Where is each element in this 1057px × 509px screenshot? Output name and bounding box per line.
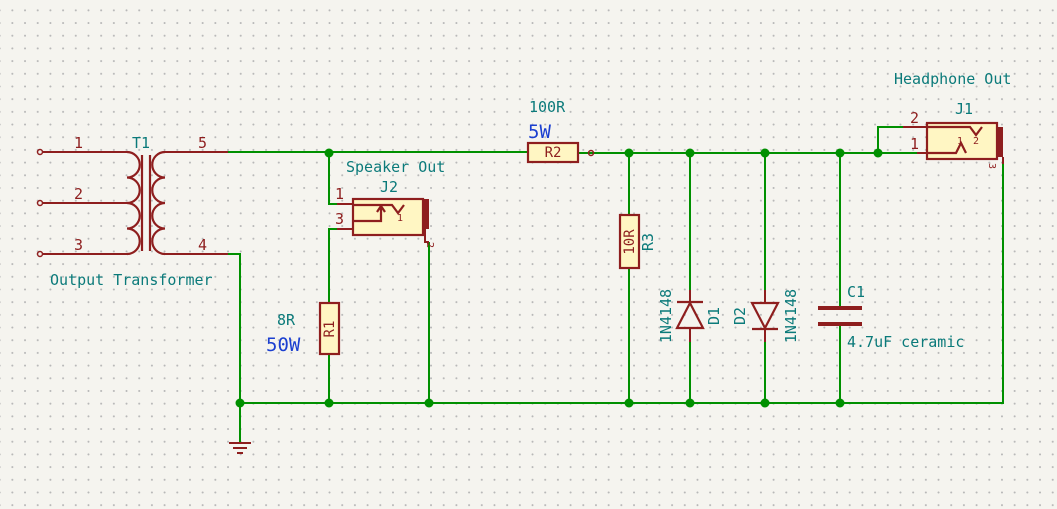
j1-tip-contact <box>927 140 967 155</box>
ground-icon <box>229 442 251 454</box>
wire-t1-pin4 <box>228 253 241 443</box>
c1-ref: C1 <box>847 283 865 301</box>
ground-symbol <box>229 442 251 454</box>
wires <box>228 126 1004 443</box>
j2-inner-pin-1: 1 <box>397 213 403 224</box>
junction-dot <box>760 398 770 408</box>
j1-ring-contact <box>927 125 983 137</box>
wire-gnd-bus <box>240 164 1004 404</box>
t1-pin-4: 4 <box>198 236 207 254</box>
t1-value: Output Transformer <box>50 271 213 289</box>
j1-inner-pin-2: 2 <box>973 136 979 147</box>
t1-pin-leads-secondary <box>165 151 228 255</box>
r1-body <box>318 301 341 356</box>
r2-value: 100R <box>529 98 566 116</box>
r1-ref: R1 <box>322 321 338 338</box>
r1-value: 8R <box>277 311 296 329</box>
junctions <box>235 148 883 408</box>
d2-value: 1N4148 <box>782 289 800 343</box>
junction-dot <box>685 398 695 408</box>
r2-ref: R2 <box>545 145 562 161</box>
j2-ref: J2 <box>380 178 398 196</box>
t1-pin-1: 1 <box>74 134 83 152</box>
t1-pin-leads-primary <box>43 151 127 255</box>
t1-pin-3: 3 <box>74 236 83 254</box>
j2-pin-3: 3 <box>335 210 344 228</box>
t1-pin-5: 5 <box>198 134 207 152</box>
r3-value: 10R <box>622 229 638 255</box>
j2-value: Speaker Out <box>346 158 445 176</box>
c1-value: 4.7uF ceramic <box>847 333 964 351</box>
junction-dot <box>624 398 634 408</box>
junction-dot <box>835 148 845 158</box>
t1-pin-2: 2 <box>74 185 83 203</box>
speaker-jack-j2[interactable]: 1 3 1 2 J2 Speaker Out <box>335 158 445 248</box>
headphone-jack-j1[interactable]: 2 1 1 2 3 J1 Headphone Out <box>894 70 1011 169</box>
wire-j1-pin2 <box>877 126 903 153</box>
junction-dot <box>873 148 883 158</box>
wire-j2-pin3 <box>328 228 337 303</box>
d2-triangle <box>750 301 780 331</box>
terminal-marker <box>36 148 44 156</box>
transformer-t1[interactable]: 1 2 3 5 4 T1 Output Transformer <box>36 134 229 289</box>
j2-pin-leads <box>337 203 352 230</box>
j2-tip-contact <box>352 203 405 215</box>
junction-dot <box>235 398 245 408</box>
d2-ref: D2 <box>731 307 749 325</box>
j1-sleeve <box>996 127 1003 157</box>
r2-power: 5W <box>528 121 551 143</box>
junction-dot <box>324 148 334 158</box>
r3-body <box>618 213 641 270</box>
r2-body <box>526 141 580 164</box>
j1-inner-pin-3: 3 <box>986 163 997 169</box>
j1-pin-1: 1 <box>910 135 919 153</box>
junction-dot <box>424 398 434 408</box>
resistor-r2[interactable]: R2 100R 5W <box>526 98 595 164</box>
junction-dot <box>760 148 770 158</box>
junction-dot <box>324 398 334 408</box>
j1-pin-leads <box>903 126 927 154</box>
j1-value: Headphone Out <box>894 70 1011 88</box>
j2-pin-1: 1 <box>335 185 344 203</box>
junction-dot <box>835 398 845 408</box>
j1-inner-pin-1: 1 <box>957 136 963 147</box>
junction-dot <box>624 148 634 158</box>
capacitor-c1[interactable]: C1 4.7uF ceramic <box>818 283 964 351</box>
diode-d1[interactable]: D1 1N4148 <box>657 289 723 343</box>
t1-secondary-winding <box>151 150 166 256</box>
t1-ref: T1 <box>132 134 150 152</box>
terminal-marker <box>36 199 44 207</box>
j2-sleeve-lead <box>424 229 429 243</box>
resistor-r1[interactable]: R1 8R 50W <box>266 301 341 356</box>
d1-triangle <box>675 300 705 330</box>
j1-pin-2: 2 <box>910 109 919 127</box>
j2-inner-pin-2: 2 <box>424 242 435 248</box>
r1-power: 50W <box>266 334 301 356</box>
r2-pin-marker <box>587 149 595 157</box>
t1-core <box>140 155 152 251</box>
diode-d2[interactable]: D2 1N4148 <box>731 289 800 343</box>
junction-dot <box>685 148 695 158</box>
r3-ref: R3 <box>639 233 657 251</box>
d1-ref: D1 <box>705 307 723 325</box>
c1-plates <box>818 306 862 326</box>
d1-value: 1N4148 <box>657 289 675 343</box>
j1-ref: J1 <box>955 100 973 118</box>
resistor-r3[interactable]: 10R R3 <box>618 213 657 270</box>
j2-sleeve <box>422 199 429 229</box>
wire-j2-pin1 <box>328 153 337 205</box>
t1-primary-winding <box>126 150 141 256</box>
terminal-marker <box>36 250 44 258</box>
